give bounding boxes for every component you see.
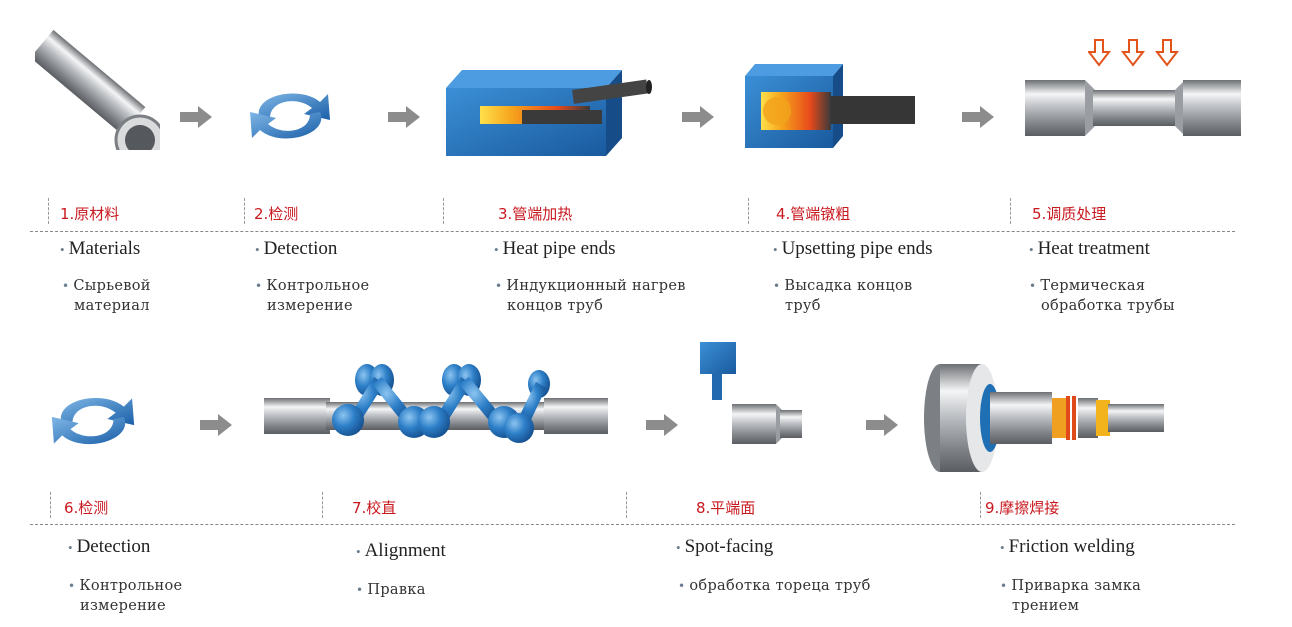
divider bbox=[748, 198, 749, 224]
bullet-icon: • bbox=[68, 540, 73, 555]
bullet-icon: • bbox=[495, 279, 503, 293]
step-russian-line2: трением bbox=[1012, 598, 1080, 614]
step-english: •Upsetting pipe ends bbox=[773, 238, 933, 260]
step-russian: •Контрольное измерение bbox=[68, 576, 182, 616]
step-title: 8.平端面 bbox=[696, 499, 756, 517]
step-english-text: Heat pipe ends bbox=[502, 238, 616, 259]
step-english: •Detection bbox=[255, 238, 337, 260]
bullet-icon: • bbox=[1000, 579, 1008, 593]
step-russian-line2: труб bbox=[785, 298, 821, 314]
step-russian-line1: Правка bbox=[367, 582, 426, 598]
step-english: •Spot-facing bbox=[676, 536, 773, 558]
step-english-text: Detection bbox=[263, 238, 338, 259]
bullet-icon: • bbox=[1000, 540, 1005, 555]
bullet-icon: • bbox=[255, 279, 263, 293]
step-english: •Alignment bbox=[356, 540, 446, 562]
bullet-icon: • bbox=[356, 544, 361, 559]
step-russian: •Правка bbox=[356, 580, 426, 600]
bullet-icon: • bbox=[1029, 279, 1037, 293]
step-russian-line2: измерение bbox=[267, 298, 353, 314]
step-russian-line1: Высадка концов bbox=[784, 278, 913, 294]
spot-facing-tool-icon bbox=[700, 342, 802, 444]
divider bbox=[244, 198, 245, 224]
treated-pipe-icon bbox=[1025, 80, 1241, 136]
bullet-icon: • bbox=[356, 583, 364, 597]
step-russian-line1: Приварка замка bbox=[1011, 578, 1142, 594]
section-divider bbox=[30, 231, 1235, 232]
step-title: 2.检测 bbox=[254, 205, 299, 223]
divider bbox=[322, 492, 323, 518]
step-english-text: Alignment bbox=[364, 540, 446, 561]
heat-treatment-arrows-icon bbox=[1088, 39, 1180, 67]
step-english-text: Materials bbox=[68, 238, 141, 259]
bullet-icon: • bbox=[1029, 242, 1034, 257]
step-russian-line1: Контрольное bbox=[266, 278, 370, 294]
step-english-text: Heat treatment bbox=[1037, 238, 1150, 259]
flow-arrow bbox=[646, 414, 678, 436]
flow-arrow bbox=[180, 106, 212, 128]
flow-arrow bbox=[682, 106, 714, 128]
heating-furnace-icon bbox=[446, 70, 652, 156]
step-title: 7.校直 bbox=[352, 499, 397, 517]
step-russian-line1: Контрольное bbox=[79, 578, 183, 594]
bullet-icon: • bbox=[60, 242, 65, 257]
step-russian-line2: материал bbox=[74, 298, 150, 314]
step-russian-line2: измерение bbox=[80, 598, 166, 614]
flow-arrow bbox=[962, 106, 994, 128]
step-english-text: Detection bbox=[76, 536, 151, 557]
divider bbox=[980, 492, 981, 518]
divider bbox=[443, 198, 444, 224]
detection-cycle-icon bbox=[250, 93, 330, 139]
step-english: •Heat treatment bbox=[1029, 238, 1150, 260]
step-title: 9.摩擦焊接 bbox=[985, 499, 1060, 517]
bullet-icon: • bbox=[494, 242, 499, 257]
divider bbox=[1010, 198, 1011, 224]
step-title: 5.调质处理 bbox=[1032, 205, 1107, 223]
step-english: •Heat pipe ends bbox=[494, 238, 615, 260]
step-english: •Materials bbox=[60, 238, 140, 260]
step-russian: •Высадка концов труб bbox=[773, 276, 912, 316]
step-russian: •Термическая обработка трубы bbox=[1029, 276, 1175, 316]
step-russian: •обработка торецa труб bbox=[678, 576, 871, 596]
step-russian: •Индукционный нагрев концов труб bbox=[495, 276, 686, 316]
divider bbox=[48, 198, 49, 224]
step-russian: •Сырьевой материал bbox=[62, 276, 151, 316]
step-title: 6.检测 bbox=[64, 499, 109, 517]
divider bbox=[626, 492, 627, 518]
flow-arrow bbox=[200, 414, 232, 436]
upsetting-die-icon bbox=[745, 64, 915, 148]
step-english-text: Upsetting pipe ends bbox=[781, 238, 933, 259]
raw-pipe-icon bbox=[35, 30, 160, 150]
step-english-text: Friction welding bbox=[1008, 536, 1135, 557]
bullet-icon: • bbox=[676, 540, 681, 555]
flow-arrow bbox=[388, 106, 420, 128]
step-title: 4.管端镦粗 bbox=[776, 205, 851, 223]
step-title: 1.原材料 bbox=[60, 205, 120, 223]
step-russian-line2: концов труб bbox=[507, 298, 604, 314]
detection-cycle-icon bbox=[51, 397, 135, 445]
bullet-icon: • bbox=[255, 242, 260, 257]
step-russian: •Контрольное измерение bbox=[255, 276, 369, 316]
step-english: •Friction welding bbox=[1000, 536, 1135, 558]
bullet-icon: • bbox=[62, 279, 70, 293]
step-russian-line1: Термическая bbox=[1040, 278, 1146, 294]
step-russian-line1: обработка торецa труб bbox=[689, 578, 871, 594]
step-russian-line2: обработка трубы bbox=[1041, 298, 1175, 314]
bullet-icon: • bbox=[773, 242, 778, 257]
bullet-icon: • bbox=[68, 579, 76, 593]
step-english-text: Spot-facing bbox=[684, 536, 774, 557]
straightening-rollers-icon bbox=[264, 364, 608, 443]
section-divider bbox=[30, 524, 1235, 525]
divider bbox=[50, 492, 51, 518]
step-russian-line1: Индукционный нагрев bbox=[506, 278, 686, 294]
step-english: •Detection bbox=[68, 536, 150, 558]
friction-welding-icon bbox=[924, 364, 1164, 472]
bullet-icon: • bbox=[678, 579, 686, 593]
step-title: 3.管端加热 bbox=[498, 205, 573, 223]
flow-arrow bbox=[866, 414, 898, 436]
bullet-icon: • bbox=[773, 279, 781, 293]
step-russian: •Приварка замка трением bbox=[1000, 576, 1141, 616]
step-russian-line1: Сырьевой bbox=[73, 278, 151, 294]
